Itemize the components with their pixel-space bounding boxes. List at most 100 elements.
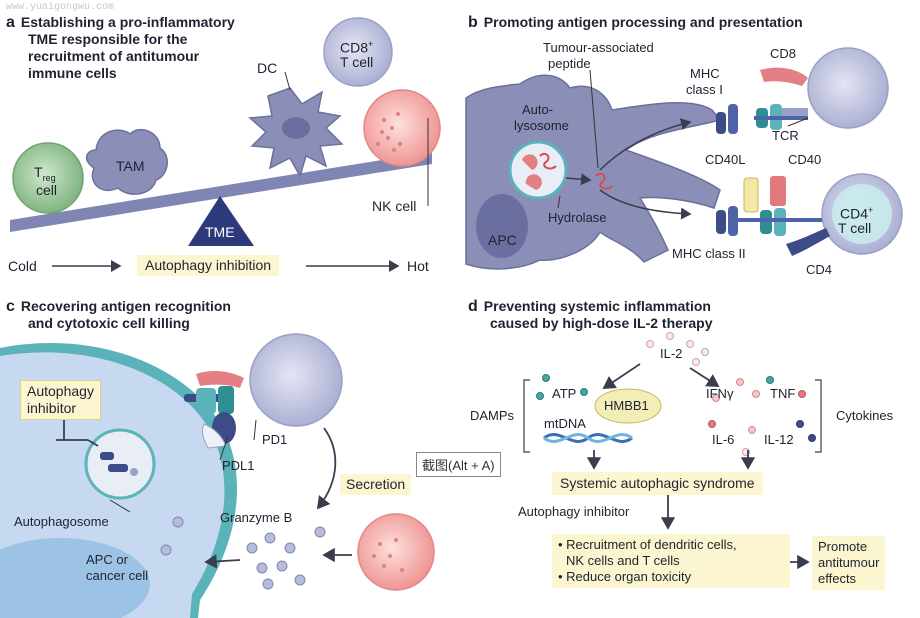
panel-a-title: a Establishing a pro-inflammatory TME res… xyxy=(6,14,235,82)
tam-cell xyxy=(85,128,168,195)
inhibitor-line1: Autophagy xyxy=(27,383,94,399)
panel-d-letter: d xyxy=(468,298,478,315)
panel-a-title-line2: TME responsible for the xyxy=(28,31,188,47)
promote-line3: effects xyxy=(818,571,857,586)
panel-b-title-text: Promoting antigen processing and present… xyxy=(483,14,803,30)
inhibitor-line2: inhibitor xyxy=(27,400,77,416)
cold-label: Cold xyxy=(8,258,37,274)
panel-c-title-line2: and cytotoxic cell killing xyxy=(28,315,190,331)
damps-label: DAMPs xyxy=(470,408,515,423)
hmbb1-ellipse xyxy=(594,388,662,424)
cd4-tcell-label: CD4+ xyxy=(840,202,873,222)
treg-cell-label: cell xyxy=(36,182,58,198)
ifn-label: IFNγ xyxy=(706,386,734,401)
treg-main: T xyxy=(34,164,43,180)
panel-a-title-line4: immune cells xyxy=(28,65,117,81)
nk-cell-c xyxy=(357,513,435,591)
autophagy-inhibition-box: Autophagy inhibition xyxy=(137,255,280,276)
cd4-label: CD4 xyxy=(806,262,833,277)
panel-b-title: b Promoting antigen processing and presen… xyxy=(468,14,803,31)
panel-c-title: c Recovering antigen recognition and cyto… xyxy=(6,298,231,332)
panel-c-title-line1: Recovering antigen recognition xyxy=(20,298,231,314)
cell-nucleus xyxy=(0,538,150,618)
tnf-label: TNF xyxy=(770,386,796,401)
tam-label: TAM xyxy=(116,158,145,174)
panel-b-graphics xyxy=(465,47,903,270)
panel-a-title-line1: Establishing a pro-inflammatory xyxy=(20,14,235,30)
tumour-peptide-line1: Tumour-associated xyxy=(543,40,654,55)
cd8-b-label: CD8 xyxy=(770,46,797,61)
pd1-label: PD1 xyxy=(262,432,288,447)
hot-label: Hot xyxy=(407,258,429,274)
apc-label: APC xyxy=(488,232,517,248)
cd4-sup: + xyxy=(868,205,874,215)
bullet-2: • Reduce organ toxicity xyxy=(558,569,692,584)
cd4-main: CD4 xyxy=(840,205,869,222)
pdl1-label: PDL1 xyxy=(222,458,255,473)
tme-label: TME xyxy=(205,224,235,240)
panel-a-graphics xyxy=(10,17,441,272)
dc-label: DC xyxy=(257,60,278,76)
panel-d-graphics xyxy=(523,332,822,570)
mhc1-line1: MHC xyxy=(690,66,720,81)
cd8-cell-label: T cell xyxy=(340,54,374,70)
cytotoxic-tcell xyxy=(249,333,343,427)
il6-label: IL-6 xyxy=(712,432,735,447)
seesaw-beam xyxy=(10,152,432,232)
promote-line2: antitumour xyxy=(818,555,880,570)
mtdna-label: mtDNA xyxy=(544,416,586,431)
cd4-cell-label: T cell xyxy=(838,220,872,236)
nk-cell xyxy=(363,89,441,167)
treg-cell xyxy=(12,142,84,214)
cytokines-label: Cytokines xyxy=(836,408,894,423)
tcr-label: TCR xyxy=(772,128,799,143)
cd8-sup: + xyxy=(368,39,374,49)
granzyme-label: Granzyme B xyxy=(220,510,293,525)
panel-d-title: d Preventing systemic inflammation caused… xyxy=(468,298,713,332)
panel-c-letter: c xyxy=(6,298,15,315)
il2-label: IL-2 xyxy=(660,346,683,361)
treg-sub: reg xyxy=(42,172,56,183)
autolysosome-line2: lysosome xyxy=(514,118,569,133)
cd8-main: CD8 xyxy=(340,39,369,56)
dc-nucleus xyxy=(282,117,310,139)
tme-triangle xyxy=(188,196,254,246)
promote-box: Promote antitumour effects xyxy=(812,536,886,590)
cd8-label: CD8+ xyxy=(340,36,373,56)
mhc1-line2: class I xyxy=(686,82,723,97)
cd40-label: CD40 xyxy=(788,152,822,167)
autophagy-inhibitor-box: Autophagy inhibitor xyxy=(20,380,101,420)
panel-d-title-line2: caused by high-dose IL-2 therapy xyxy=(490,315,713,331)
bullet-1: • Recruitment of dendritic cells, xyxy=(558,537,737,552)
syndrome-box: Systemic autophagic syndrome xyxy=(552,472,763,495)
apc-cancer-line1: APC or xyxy=(86,552,128,567)
atp-label: ATP xyxy=(552,386,577,401)
screenshot-tooltip: 截图(Alt + A) xyxy=(416,452,501,477)
bullet-1-cont: NK cells and T cells xyxy=(566,553,680,568)
cd40l-label: CD40L xyxy=(705,152,746,167)
panel-d-title-line1: Preventing systemic inflammation xyxy=(483,298,711,314)
apc-body xyxy=(465,74,722,270)
apc-nucleus xyxy=(476,194,528,258)
autolysosome xyxy=(508,140,568,200)
watermark-text: www.yuaigongwu.com xyxy=(6,2,115,13)
promote-line1: Promote xyxy=(818,539,868,554)
panel-b-letter: b xyxy=(468,14,478,31)
secretion-box: Secretion xyxy=(340,474,412,495)
treg-label: Treg xyxy=(34,164,56,186)
tumour-peptide-line2: peptide xyxy=(548,56,591,71)
panel-a-title-line3: recruitment of antitumour xyxy=(28,48,200,64)
panel-a-letter: a xyxy=(6,14,15,31)
il12-label: IL-12 xyxy=(764,432,794,447)
hmbb1-label: HMBB1 xyxy=(604,398,649,413)
inhibitor-d-label: Autophagy inhibitor xyxy=(518,504,630,519)
autolysosome-line1: Auto- xyxy=(522,102,554,117)
autophagosome-label: Autophagosome xyxy=(14,514,109,529)
mhc2-label: MHC class II xyxy=(672,246,746,261)
nk-cell-label: NK cell xyxy=(372,198,417,214)
cd8-tcell xyxy=(323,17,393,87)
cd8-tcell-b xyxy=(807,47,889,129)
outcomes-box: • Recruitment of dendritic cells, NK cel… xyxy=(552,534,790,588)
apc-cancer-line2: cancer cell xyxy=(86,568,149,583)
hydrolase-label: Hydrolase xyxy=(548,210,607,225)
